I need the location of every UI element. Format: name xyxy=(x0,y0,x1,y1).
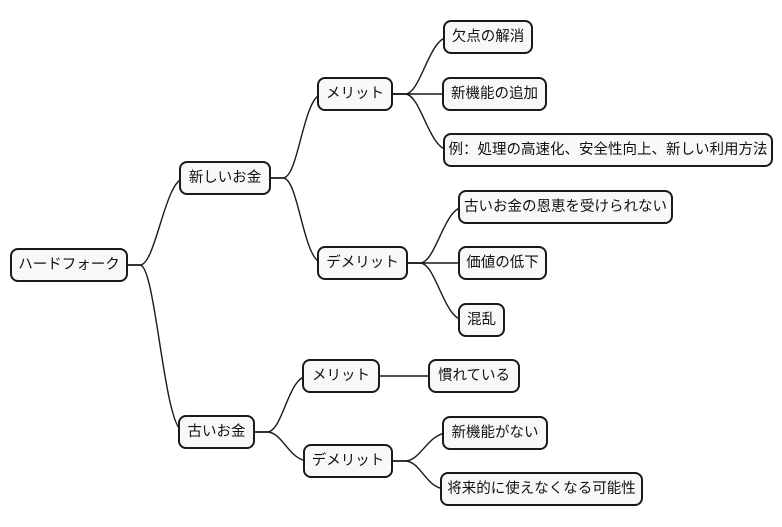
edge-new-money-merit xyxy=(270,93,324,179)
edge-old-money-demerit xyxy=(254,431,310,462)
edge-root-new-money xyxy=(127,177,186,266)
edge-demerit-no-benefits xyxy=(407,206,465,264)
node-hard-fork: ハードフォーク xyxy=(10,248,128,282)
node-old-money-demerit: デメリット xyxy=(303,444,393,478)
node-add-features: 新機能の追加 xyxy=(442,77,547,111)
edge-merit-fix-drawbacks xyxy=(392,36,450,95)
node-confusion: 混乱 xyxy=(458,303,505,337)
node-value-drop: 価値の低下 xyxy=(458,246,547,280)
edge-new-money-demerit xyxy=(270,177,324,264)
edge-demerit-confusion xyxy=(407,262,465,321)
edge-demerit-no-features xyxy=(392,432,449,462)
node-no-old-benefits: 古いお金の恩恵を受けられない xyxy=(458,190,673,224)
edge-old-money-merit xyxy=(254,375,309,433)
node-examples: 例：処理の高速化、安全性向上、新しい利用方法 xyxy=(443,133,773,167)
node-new-money-merit: メリット xyxy=(317,77,393,111)
node-new-money: 新しいお金 xyxy=(179,161,271,195)
node-future-unusable: 将来的に使えなくなる可能性 xyxy=(440,472,643,506)
edge-root-old-money xyxy=(127,264,185,433)
node-new-money-demerit: デメリット xyxy=(317,246,408,280)
node-no-new-features: 新機能がない xyxy=(442,416,548,450)
node-old-money: 古いお金 xyxy=(178,415,255,449)
node-fix-drawbacks: 欠点の解消 xyxy=(443,20,533,54)
edge-merit-examples xyxy=(392,93,450,151)
node-familiar: 慣れている xyxy=(428,359,520,393)
edge-demerit-unusable xyxy=(392,460,447,490)
node-old-money-merit: メリット xyxy=(302,359,380,393)
